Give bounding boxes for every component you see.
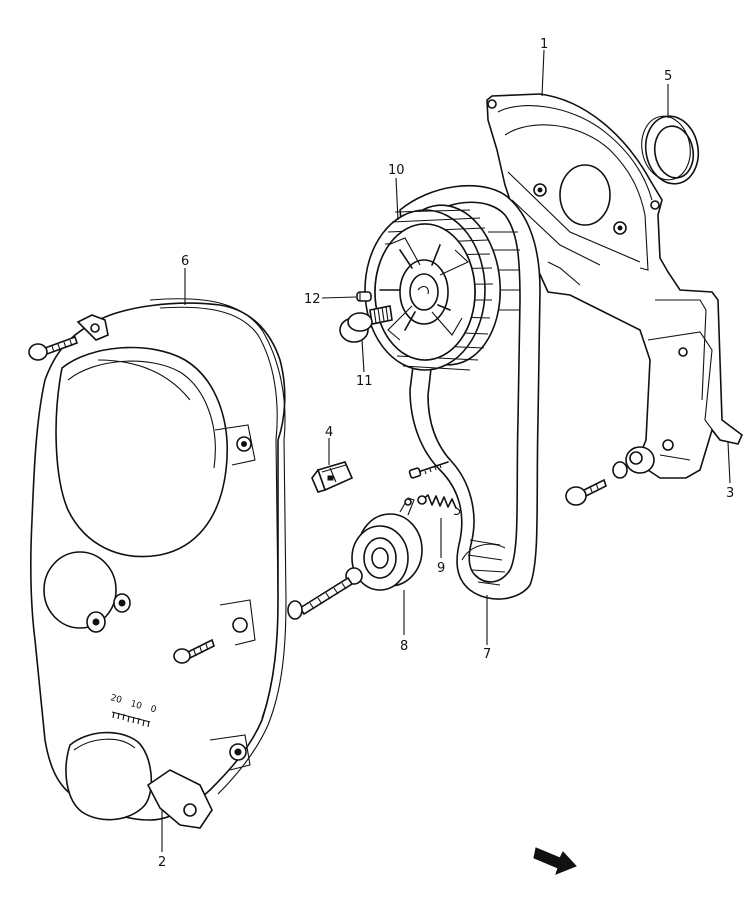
inside-cover-bolt-part (565, 446, 655, 506)
tensioner-spring-part (417, 494, 461, 515)
inside-cover-plate (486, 93, 743, 479)
callout-10: 10 (388, 163, 405, 178)
seal-ring-part (641, 115, 700, 185)
callout-4: 4 (325, 425, 333, 440)
pulley-bolt-part (339, 305, 393, 343)
callout-6: 6 (181, 254, 189, 269)
callout-12: 12 (304, 292, 321, 307)
timing-mark-10: 10 (129, 699, 143, 712)
callout-1: 1 (540, 37, 548, 52)
callouts: 1 2 3 4 5 6 7 8 9 10 11 12 (158, 37, 734, 870)
tensioner-pulley-part (287, 497, 423, 620)
callout-9: 9 (437, 561, 445, 576)
callout-7: 7 (483, 647, 491, 662)
pulley-pin-part (356, 291, 372, 302)
front-direction-arrow-icon (533, 847, 577, 875)
outside-cover-part (29, 298, 287, 829)
leader-lines (161, 49, 731, 852)
callout-5: 5 (664, 69, 672, 84)
tensioner-stud-part (408, 461, 449, 479)
callout-11: 11 (356, 374, 373, 389)
outside-cover-bolts (28, 335, 215, 664)
callout-3: 3 (726, 486, 734, 501)
timing-mark-20: 20 (109, 693, 123, 706)
grommet-part (311, 461, 354, 493)
timing-scale: 20 10 0 (109, 693, 158, 728)
callout-2: 2 (158, 855, 166, 870)
camshaft-pulley-part (364, 204, 502, 371)
callout-8: 8 (400, 639, 408, 654)
timing-mark-0: 0 (149, 704, 157, 715)
